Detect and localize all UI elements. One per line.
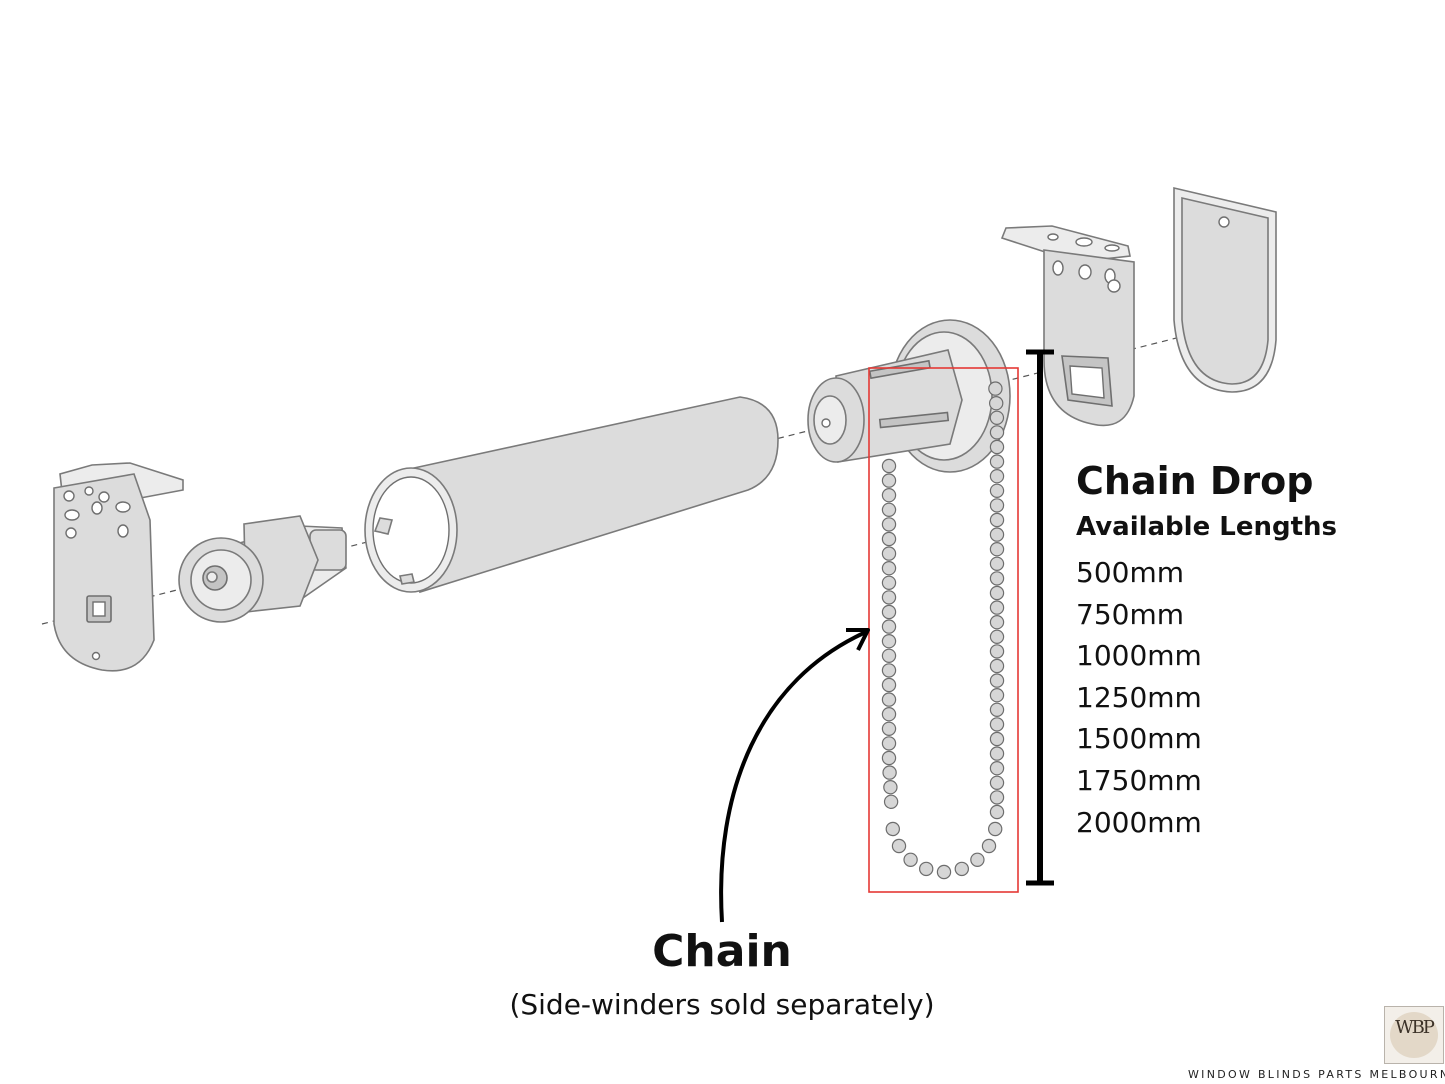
chain-bead [883, 794, 899, 810]
chain-callout-note: (Side-winders sold separately) [509, 988, 935, 1021]
chain-bead [989, 790, 1005, 805]
chain-bead [881, 750, 897, 766]
chain-bead [989, 410, 1005, 425]
chain-callout-arrow [719, 628, 870, 923]
chain-bead [988, 821, 1003, 837]
chain-bead [989, 483, 1005, 498]
length-item: 500mm [1076, 556, 1184, 589]
chain-bead [891, 838, 907, 854]
length-item: 1750mm [1076, 763, 1202, 797]
chain-drop-dimension [1026, 349, 1054, 886]
chain-bead [881, 590, 897, 605]
brand-name: WINDOW BLINDS PARTS MELBOURNE [1188, 1068, 1445, 1081]
chain-bead [885, 821, 901, 837]
chain-bead [881, 502, 897, 517]
chain-bead [989, 658, 1005, 674]
chain-drop-title: Chain Drop [1076, 459, 1314, 503]
chain-bead [881, 531, 897, 547]
chain-bead [882, 765, 897, 780]
chain-bead [989, 527, 1005, 542]
chain-bead [989, 615, 1005, 630]
chain-bead [989, 585, 1005, 601]
length-item: 1250mm [1076, 680, 1202, 714]
chain-bead [989, 439, 1005, 455]
chain-bead [881, 663, 897, 678]
chain-bead [919, 861, 934, 877]
available-lengths-heading: Available Lengths [1076, 512, 1338, 542]
chain-bead [881, 458, 897, 474]
length-item: 2000mm [1076, 805, 1202, 839]
logo-emblem [1390, 1012, 1438, 1058]
idle-end-plug [178, 515, 347, 623]
chain-bead [989, 731, 1005, 747]
chain-bead [881, 736, 897, 751]
chain-bead [989, 702, 1005, 718]
chain-bead [881, 692, 897, 707]
chain-callout-title: Chain [652, 926, 792, 977]
chain-bead [881, 677, 897, 693]
chain-bead [881, 488, 897, 503]
chain-bead [989, 556, 1005, 572]
chain-bead [881, 619, 897, 634]
chain-bead [881, 604, 897, 620]
length-item: 1000mm [1076, 639, 1202, 673]
chain-bead [989, 498, 1005, 513]
chain-bead [989, 644, 1005, 659]
chain-bead [936, 864, 952, 880]
chain-bead [989, 425, 1005, 440]
chain-bead [989, 717, 1005, 732]
chain-bead [989, 542, 1005, 557]
length-item: 750mm [1076, 597, 1184, 631]
chain-bead [989, 804, 1005, 820]
chain-bead [989, 469, 1005, 484]
chain-bead [881, 517, 897, 532]
length-item: 1500mm [1076, 722, 1202, 756]
chain-bead [881, 561, 897, 576]
chain-bead [989, 454, 1005, 469]
chain-bead [903, 852, 918, 868]
chain-bead [881, 707, 897, 722]
chain-bead [989, 512, 1005, 528]
right-bracket [1000, 225, 1135, 427]
chain-bead [881, 721, 897, 737]
control-unit [807, 319, 1011, 473]
wbp-logo: WBP [1384, 1006, 1444, 1064]
chain-bead [881, 473, 897, 488]
chain-bead [989, 775, 1005, 791]
chain-bead [881, 634, 897, 649]
chain-bead [989, 600, 1005, 615]
roller-tube [364, 396, 779, 594]
chain-bead [989, 571, 1005, 586]
chain-length-list: 500mm 750mm 1000mm 1250mm 1500mm 1750mm … [1076, 552, 1202, 843]
chain-bead [989, 688, 1005, 703]
chain-bead [881, 546, 897, 561]
chain-bead [981, 838, 997, 854]
chain-bead [954, 861, 970, 877]
bead-chain [881, 381, 1005, 880]
chain-bead [881, 575, 897, 591]
logo-monogram: WBP [1395, 1017, 1435, 1038]
chain-bead [881, 648, 897, 664]
left-bracket [53, 462, 184, 672]
chain-bead [989, 629, 1005, 645]
chain-bead [989, 673, 1005, 688]
chain-bead [970, 852, 985, 868]
chain-bead [989, 396, 1004, 411]
chain-bead [989, 761, 1005, 776]
chain-bead [989, 746, 1005, 761]
end-cover [1173, 186, 1277, 393]
chain-bead [988, 381, 1003, 396]
chain-bead [883, 780, 898, 795]
